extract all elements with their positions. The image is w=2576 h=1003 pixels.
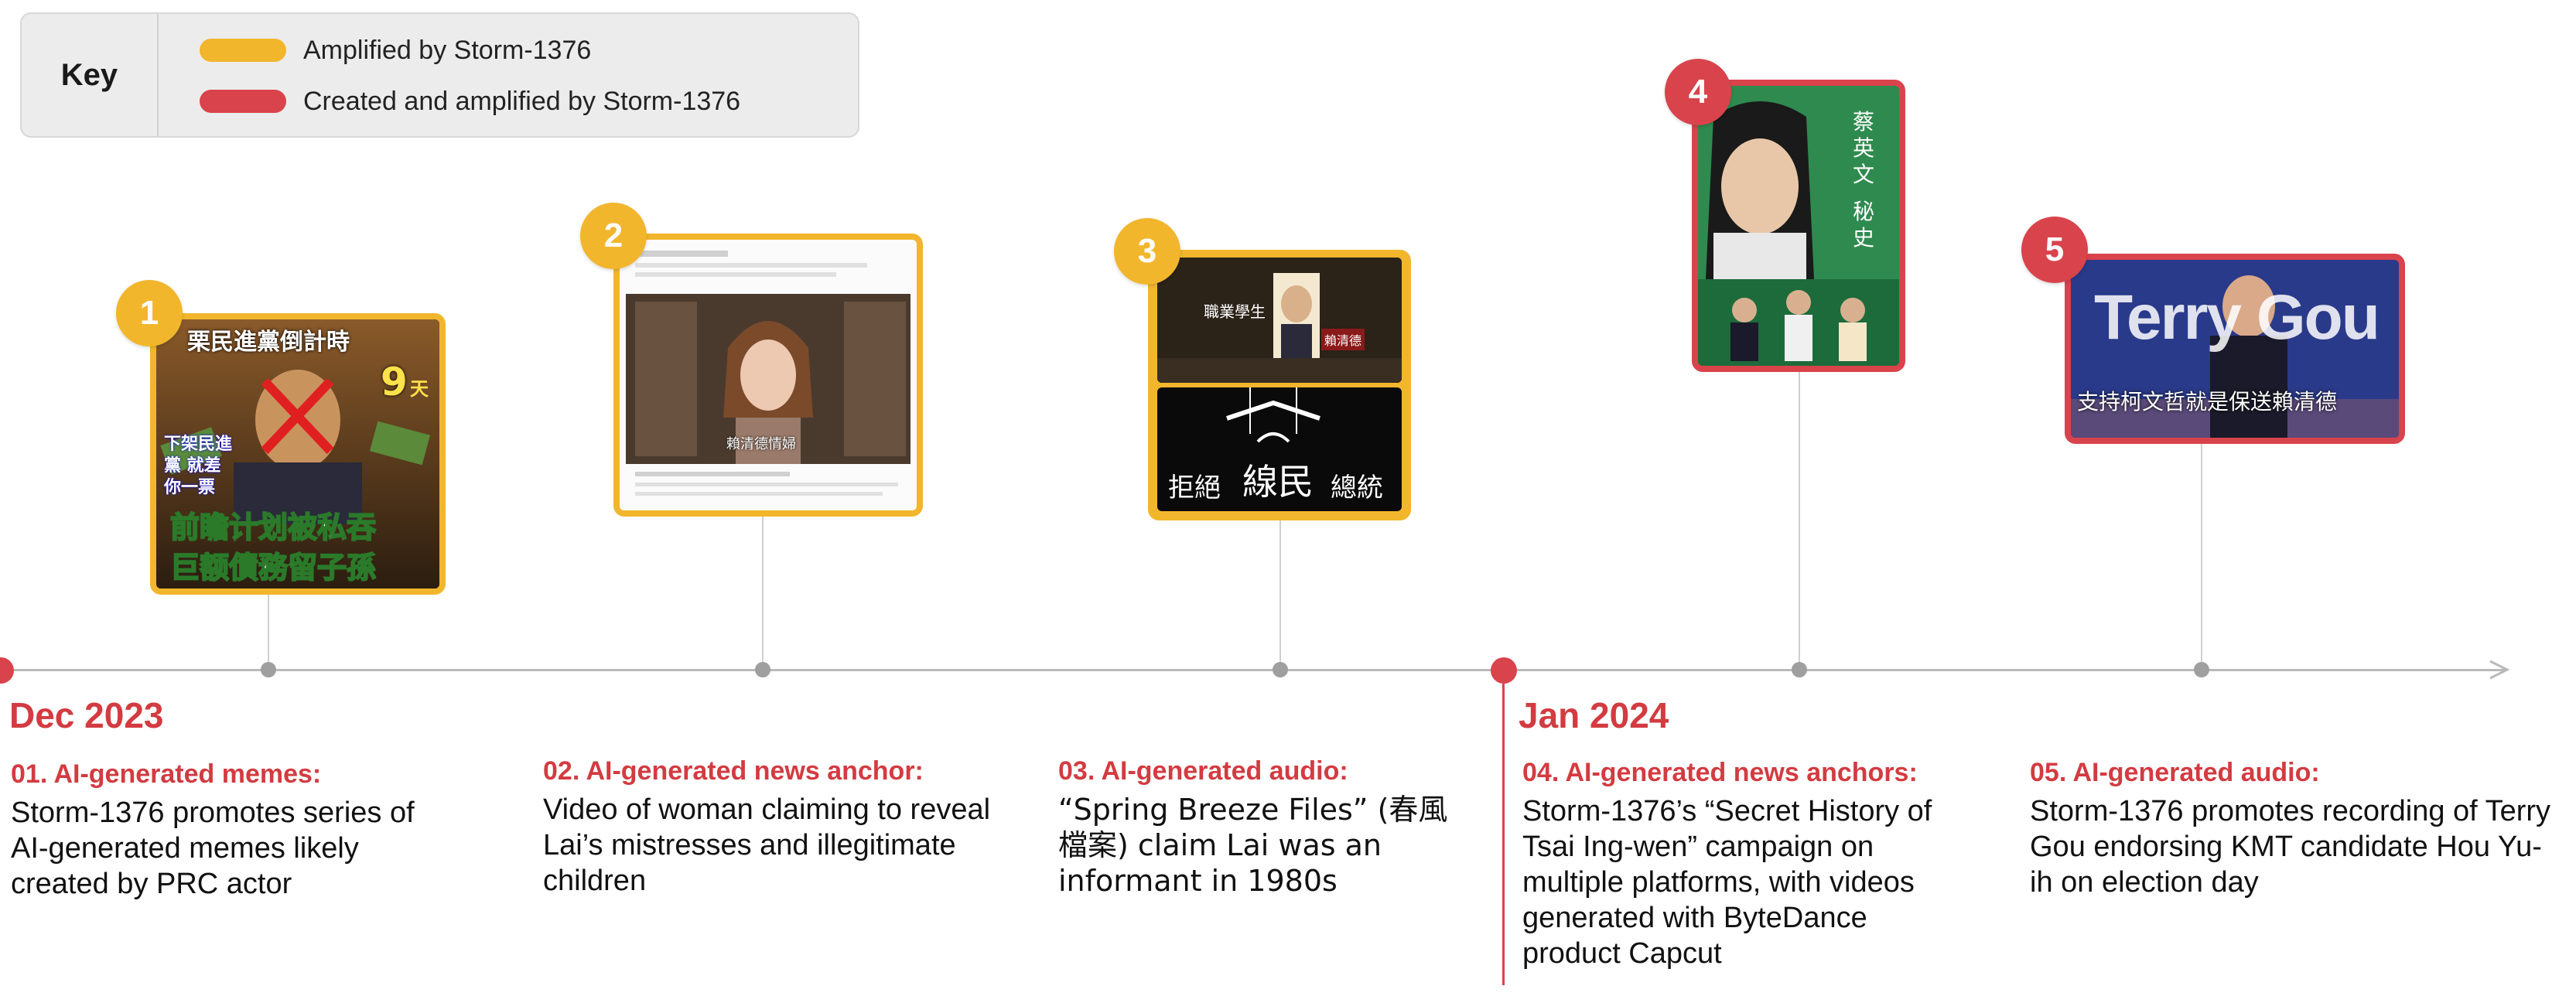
audio-caption: 支持柯文哲就是保送賴清德: [2077, 389, 2338, 415]
timeline-tick-5: [2194, 662, 2209, 677]
audio-bottom-caption-1: 拒絕: [1168, 473, 1221, 503]
month-label-dec-2023: Dec 2023: [9, 695, 164, 735]
month-marker-dec-2023: [0, 657, 14, 684]
event-1-title: 01. AI-generated memes:: [11, 759, 322, 789]
timeline-tick-3: [1273, 662, 1288, 677]
event-1-badge: 1: [116, 280, 183, 346]
portrait-graphic: [1157, 258, 1402, 383]
meme-image: [156, 319, 439, 588]
book-cover-image: [1698, 86, 1899, 366]
meme-side-text: 下架民進黨 就差你一票: [164, 435, 233, 497]
event-4-description: Storm-1376’s “Secret History of Tsai Ing…: [1522, 795, 1932, 970]
timeline-tick-2: [755, 662, 770, 677]
meme-line-2: 巨额債務留子孫: [169, 550, 377, 585]
audio-top-caption: 職業學生: [1204, 302, 1266, 321]
event-1-image-card: 栗民進黨倒計時 9 天 下架民進黨 就差你一票 前瞻计划被私吞 巨额債務留子孫: [150, 313, 446, 595]
event-3-title: 03. AI-generated audio:: [1058, 756, 1348, 786]
video-caption: 賴清德情婦: [726, 436, 796, 452]
timeline-arrow-icon: [2489, 660, 2510, 680]
month-marker-jan-2024: [1491, 657, 1517, 684]
event-4-image-card: 蔡英文 秘史: [1692, 80, 1905, 372]
month-divider-jan-2024: [1502, 684, 1505, 985]
connector-line-2: [762, 517, 764, 669]
connector-line-5: [2201, 441, 2202, 669]
legend-label-amplified: Amplified by Storm-1376: [303, 36, 592, 65]
legend-key: Key Amplified by Storm-1376 Created and …: [20, 12, 859, 138]
audio-bottom-caption-3: 總統: [1331, 473, 1383, 503]
timeline-tick-4: [1792, 662, 1807, 677]
event-5-image-card: Terry Gou 支持柯文哲就是保送賴清德: [2065, 254, 2405, 444]
event-4-title: 04. AI-generated news anchors:: [1522, 758, 1918, 787]
legend-title: Key: [60, 57, 118, 92]
meme-top-text: 栗民進黨倒計時: [187, 329, 350, 356]
speech-photo: [2071, 260, 2399, 438]
connector-line-4: [1799, 369, 1800, 669]
puppet-strings-icon: [1226, 387, 1320, 443]
event-2-image-card: 賴清德情婦: [613, 234, 923, 517]
connector-line-1: [268, 592, 269, 669]
legend-swatch-created: [200, 90, 286, 113]
event-3-description: “Spring Breeze Files” (春風檔案) claim Lai w…: [1058, 793, 1448, 898]
connector-line-3: [1279, 520, 1281, 669]
book-title-line-1: 蔡英文: [1853, 109, 1875, 187]
meme-line-1: 前瞻计划被私吞: [169, 510, 377, 545]
timeline-axis: [0, 669, 2506, 671]
event-2-badge: 2: [580, 203, 647, 269]
legend-label-created: Created and amplified by Storm-1376: [303, 87, 741, 116]
event-5-badge: 5: [2021, 217, 2088, 283]
audio-frame-top: 職業學生 賴清德: [1157, 258, 1402, 383]
event-5-description: Storm-1376 promotes recording of Terry G…: [2030, 795, 2551, 899]
video-post-screenshot: [620, 240, 917, 510]
legend-divider: [157, 14, 159, 136]
audio-bottom-caption-2: 線民: [1242, 461, 1314, 503]
event-2-description: Video of woman claiming to reveal Lai’s …: [543, 793, 991, 897]
book-title-line-2: 秘史: [1853, 199, 1875, 251]
event-1-description: Storm-1376 promotes series of AI-generat…: [11, 797, 415, 900]
event-3-image-card: 職業學生 賴清德 拒絕 線民 總統: [1148, 250, 1411, 520]
event-4-badge: 4: [1665, 59, 1731, 125]
event-2-title: 02. AI-generated news anchor:: [543, 756, 924, 786]
timeline-tick-1: [261, 662, 276, 677]
legend-swatch-amplified: [200, 39, 286, 62]
event-5-title: 05. AI-generated audio:: [2030, 758, 2320, 787]
month-label-jan-2024: Jan 2024: [1519, 695, 1669, 735]
meme-countdown-unit: 天: [410, 378, 429, 400]
meme-countdown-number: 9: [381, 360, 408, 404]
audio-frame-bottom: 拒絕 線民 總統: [1157, 387, 1402, 511]
audio-name-tag: 賴清德: [1321, 329, 1365, 350]
event-3-badge: 3: [1114, 218, 1180, 285]
banner-text: Terry Gou: [2094, 282, 2380, 353]
